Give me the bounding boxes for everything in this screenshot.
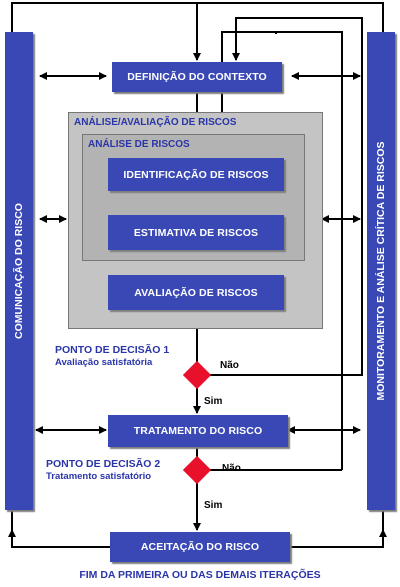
decision-point-1-label: PONTO DE DECISÃO 1 Avaliação satisfatóri…	[55, 344, 169, 368]
bottom-left-line	[11, 510, 110, 548]
decision-point-2-subtitle: Tratamento satisfatório	[46, 471, 152, 482]
risk-communication-label: COMUNICAÇÃO DO RISCO	[13, 203, 25, 339]
risk-estimation-box: ESTIMATIVA DE RISCOS	[108, 215, 284, 250]
decision-point-1-subtitle: Avaliação satisfatória	[55, 357, 153, 368]
bottom-right-line	[290, 510, 384, 548]
risk-analysis-group-label: ANÁLISE DE RISCOS	[88, 139, 190, 150]
decision-point-1-title: PONTO DE DECISÃO 1	[55, 344, 170, 356]
decision-1-no-label: Não	[220, 360, 239, 371]
risk-identification-box: IDENTIFICAÇÃO DE RISCOS	[108, 158, 284, 191]
risk-communication-sidebar: COMUNICAÇÃO DO RISCO	[5, 32, 33, 510]
context-definition-box: DEFINIÇÃO DO CONTEXTO	[112, 62, 282, 92]
risk-assessment-group-label: ANÁLISE/AVALIAÇÃO DE RISCOS	[74, 117, 237, 128]
decision-1-yes-label: Sim	[204, 396, 223, 407]
iteration-end-footer: FIM DA PRIMEIRA OU DAS DEMAIS ITERAÇÕES	[79, 569, 321, 581]
risk-treatment-box: TRATAMENTO DO RISCO	[108, 415, 288, 447]
monitoring-review-label: MONITORAMENTO E ANÁLISE CRÍTICA DE RISCO…	[375, 141, 387, 401]
risk-evaluation-box: AVALIAÇÃO DE RISCOS	[108, 275, 284, 310]
decision-point-2-title: PONTO DE DECISÃO 2	[46, 458, 161, 470]
decision-point-2-label: PONTO DE DECISÃO 2 Tratamento satisfatór…	[46, 458, 160, 482]
risk-acceptance-box: ACEITAÇÃO DO RISCO	[110, 532, 290, 562]
decision-2-yes-label: Sim	[204, 500, 223, 511]
monitoring-review-sidebar: MONITORAMENTO E ANÁLISE CRÍTICA DE RISCO…	[367, 32, 395, 510]
decision-2-no-label: Não	[222, 463, 241, 474]
